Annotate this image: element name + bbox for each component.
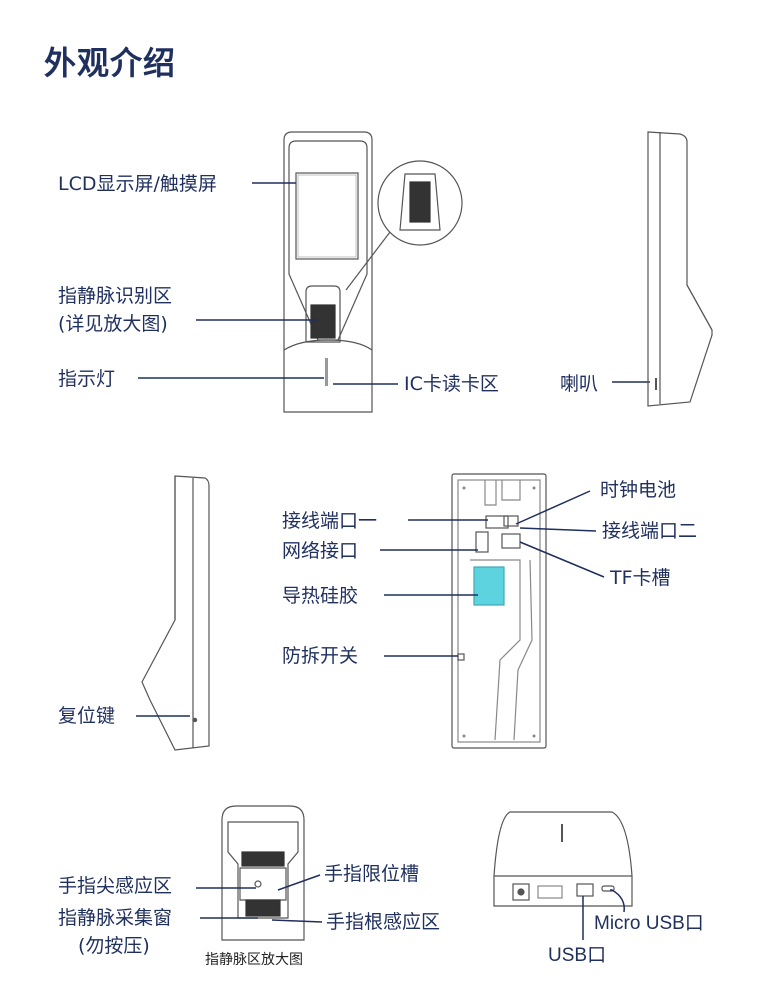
label-rtc-battery: 时钟电池 — [600, 479, 677, 501]
label-wiring-port-1: 接线端口一 — [282, 510, 378, 532]
label-tamper-switch: 防拆开关 — [282, 645, 359, 667]
page-title: 外观介绍 — [44, 44, 177, 82]
lcd-screen — [295, 172, 359, 260]
front-view-device — [283, 131, 463, 413]
reset-hole — [192, 717, 198, 723]
label-fingertip-area: 手指尖感应区 — [58, 875, 173, 897]
micro-usb-port — [601, 885, 615, 892]
label-vein-window: 指静脉采集窗 — [58, 907, 173, 929]
back-view-device — [451, 473, 547, 749]
magnifier-circle — [377, 160, 463, 246]
front-vein-module — [305, 285, 341, 343]
thermal-pad — [473, 566, 505, 606]
label-speaker: 喇叭 — [560, 373, 599, 395]
right-side-device — [647, 131, 713, 407]
label-ic-reader: IC卡读卡区 — [404, 373, 499, 395]
tamper-switch — [457, 653, 465, 661]
left-side-device — [141, 475, 210, 751]
label-wiring-port-2: 接线端口二 — [602, 520, 698, 542]
label-tf-slot: TF卡槽 — [610, 567, 671, 589]
label-finger-groove: 手指限位槽 — [324, 863, 420, 885]
indicator-light — [325, 358, 328, 386]
label-usb: USB口 — [548, 945, 607, 966]
label-vein-area: 指静脉识别区 — [58, 285, 173, 307]
label-indicator: 指示灯 — [58, 368, 116, 390]
detail-caption: 指静脉区放大图 — [205, 952, 303, 968]
label-finger-root-area: 手指根感应区 — [326, 911, 441, 933]
label-lcd-screen: LCD显示屏/触摸屏 — [58, 173, 217, 195]
label-reset-key: 复位键 — [58, 705, 116, 727]
label-vein-window-note: (勿按压) — [78, 935, 150, 957]
label-network-port: 网络接口 — [282, 540, 359, 562]
label-thermal-pad: 导热硅胶 — [282, 585, 359, 607]
label-micro-usb: Micro USB口 — [594, 913, 704, 934]
bottom-view-device — [493, 811, 633, 907]
label-vein-area-note: (详见放大图) — [58, 313, 168, 335]
vein-detail-device — [221, 805, 305, 941]
usb-port — [576, 883, 594, 897]
